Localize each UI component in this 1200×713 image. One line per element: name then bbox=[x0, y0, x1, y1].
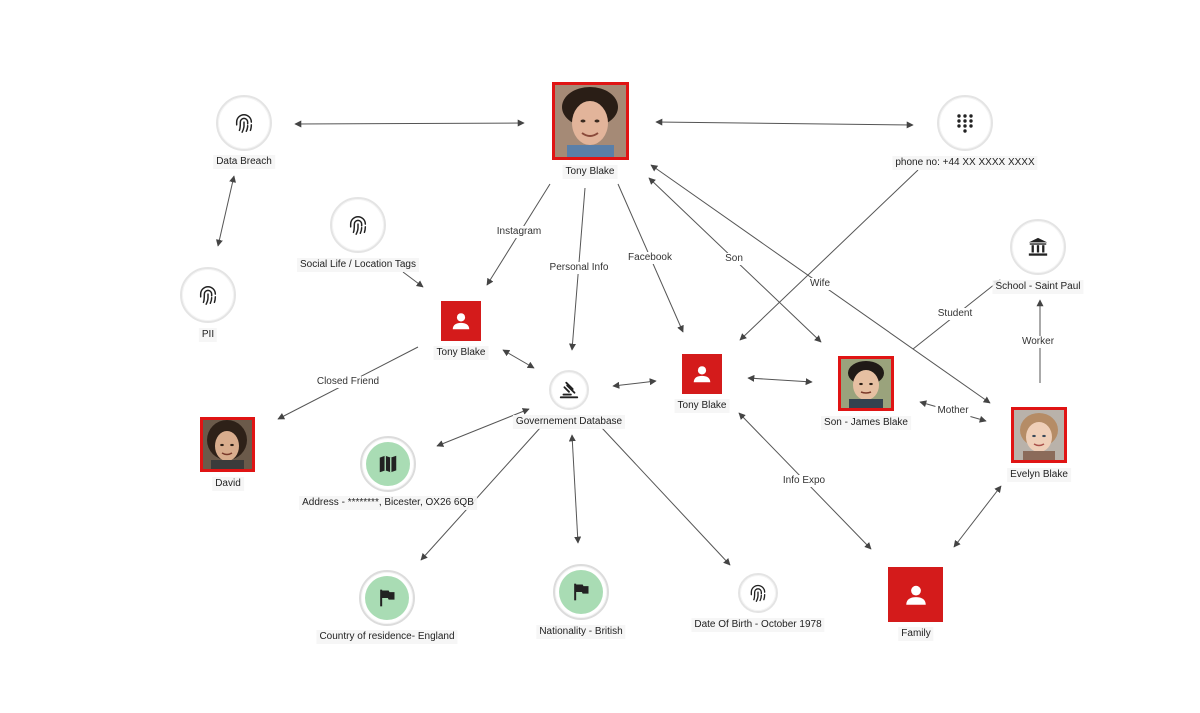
school-label: School - Saint Paul bbox=[992, 280, 1084, 294]
edge-label-wife: Wife bbox=[808, 278, 832, 290]
tony-blake-photo-node[interactable] bbox=[552, 82, 629, 160]
fingerprint-icon bbox=[750, 584, 766, 602]
edge-gov-facebook bbox=[612, 378, 657, 389]
person-icon bbox=[905, 585, 926, 605]
date-of-birth-label: Date Of Birth - October 1978 bbox=[691, 618, 825, 632]
edge-label-worker: Worker bbox=[1019, 336, 1057, 348]
edge-label-instagram: Instagram bbox=[494, 226, 544, 238]
edge-label-facebook: Facebook bbox=[626, 252, 674, 264]
tony-blake-facebook-node[interactable] bbox=[682, 354, 722, 394]
edge-databreach-pii bbox=[215, 175, 237, 247]
edge-label-mother: Mother bbox=[935, 405, 971, 417]
edge-tony-phone bbox=[655, 118, 914, 129]
tony-blake-main-label: Tony Blake bbox=[562, 165, 618, 179]
avatar-woman-icon bbox=[1014, 410, 1064, 460]
data-breach-label: Data Breach bbox=[213, 155, 275, 169]
person-icon bbox=[452, 313, 470, 330]
son-james-blake-photo-node[interactable] bbox=[838, 356, 894, 411]
map-icon bbox=[379, 455, 397, 473]
phone-node[interactable] bbox=[937, 95, 993, 151]
gavel-icon bbox=[559, 381, 579, 399]
edge-label-son: Son bbox=[723, 253, 745, 265]
edge-label-info-expo: Info Expo bbox=[780, 475, 828, 487]
fingerprint-icon bbox=[235, 114, 253, 133]
edge-family-evelyn bbox=[953, 485, 1002, 548]
address-node[interactable] bbox=[360, 436, 416, 492]
dialpad-icon bbox=[957, 114, 973, 133]
country-label: Country of residence- England bbox=[316, 630, 458, 644]
social-life-label: Social Life / Location Tags bbox=[296, 258, 420, 272]
nationality-node[interactable] bbox=[553, 564, 609, 620]
edge-facebook-son bbox=[747, 374, 813, 386]
fingerprint-icon bbox=[349, 216, 367, 235]
flag-icon bbox=[380, 589, 395, 607]
tony-blake-facebook-label: Tony Blake bbox=[674, 399, 730, 413]
edge-instagram-gov bbox=[502, 349, 535, 369]
edge-gov-country bbox=[420, 427, 541, 561]
family-node[interactable] bbox=[888, 567, 943, 622]
avatar-man-curly-icon bbox=[555, 85, 626, 157]
tony-blake-instagram-node[interactable] bbox=[441, 301, 481, 341]
nationality-label: Nationality - British bbox=[536, 625, 626, 639]
david-label: David bbox=[212, 477, 244, 491]
edge-tony-databreach bbox=[294, 119, 525, 128]
son-james-blake-label: Son - James Blake bbox=[821, 416, 911, 430]
edge-label-student: Student bbox=[935, 308, 975, 320]
tony-blake-instagram-label: Tony Blake bbox=[433, 346, 489, 360]
government-database-label: Governement Database bbox=[512, 415, 626, 429]
edge-label-personal-info: Personal Info bbox=[547, 262, 611, 274]
address-node-fill bbox=[366, 442, 410, 486]
address-label: Address - ********, Bicester, OX26 6QB bbox=[299, 496, 477, 510]
edge-phone-facebook bbox=[739, 169, 919, 341]
country-node-fill bbox=[365, 576, 409, 620]
fingerprint-icon bbox=[199, 286, 217, 305]
avatar-boy-icon bbox=[841, 359, 891, 408]
edge-gov-dob bbox=[601, 427, 731, 566]
data-breach-node[interactable] bbox=[216, 95, 272, 151]
family-label: Family bbox=[898, 627, 934, 641]
nationality-node-fill bbox=[559, 570, 603, 614]
pii-label: PII bbox=[198, 328, 218, 342]
edge-gov-nationality bbox=[568, 434, 582, 544]
school-node[interactable] bbox=[1010, 219, 1066, 275]
david-photo-node[interactable] bbox=[200, 417, 255, 472]
person-icon bbox=[693, 366, 711, 383]
flag-icon bbox=[574, 583, 589, 601]
country-node[interactable] bbox=[359, 570, 415, 626]
pii-node[interactable] bbox=[180, 267, 236, 323]
evelyn-blake-label: Evelyn Blake bbox=[1007, 468, 1071, 482]
social-life-node[interactable] bbox=[330, 197, 386, 253]
institution-icon bbox=[1028, 237, 1048, 256]
edge-label-closed-friend: Closed Friend bbox=[314, 376, 382, 388]
date-of-birth-node[interactable] bbox=[738, 573, 778, 613]
phone-label: phone no: +44 XX XXXX XXXX bbox=[892, 156, 1038, 170]
evelyn-blake-photo-node[interactable] bbox=[1011, 407, 1067, 463]
edge-social-instagram bbox=[402, 271, 424, 288]
avatar-man-longhair-icon bbox=[203, 420, 252, 469]
government-database-node[interactable] bbox=[549, 370, 589, 410]
